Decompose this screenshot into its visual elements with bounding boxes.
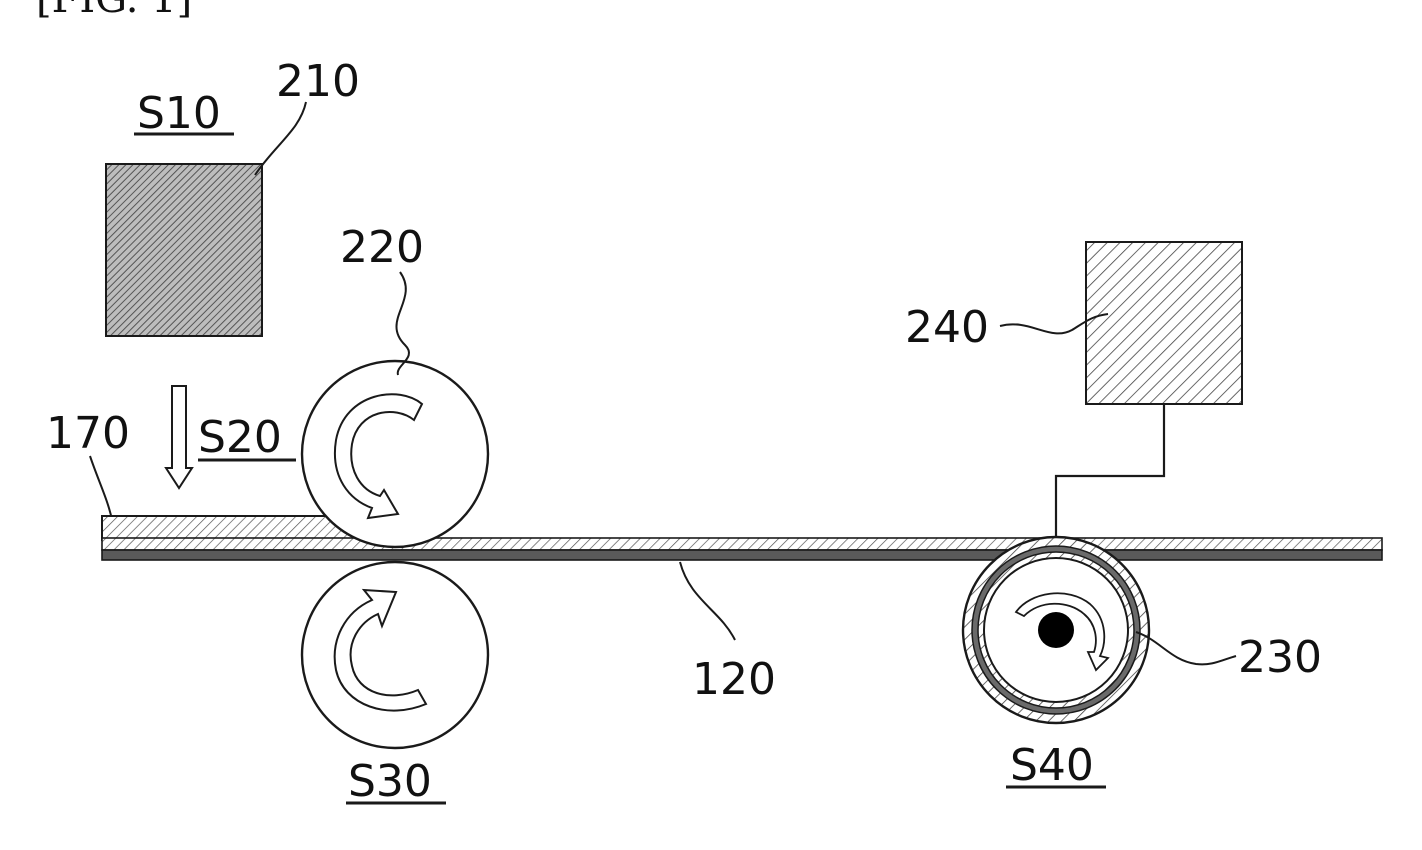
connector-wire xyxy=(1056,404,1164,538)
ref-220-leader xyxy=(396,272,409,375)
step-s10-label: S10 xyxy=(137,88,221,139)
upper-roller-220 xyxy=(302,361,488,547)
step-s40-label: S40 xyxy=(1010,740,1094,791)
ref-230-leader xyxy=(1136,632,1236,664)
ref-210-label: 210 xyxy=(276,56,360,107)
controller-block-240 xyxy=(1086,242,1242,404)
ref-230-label: 230 xyxy=(1238,632,1322,683)
substrate-top-layer xyxy=(102,538,1382,550)
figure-header: [FIG. 1] xyxy=(36,0,192,22)
source-block-210 xyxy=(106,164,262,336)
roller-230-axle xyxy=(1038,612,1074,648)
ref-220-label: 220 xyxy=(340,222,424,273)
lower-roller xyxy=(302,562,488,748)
ref-120-label: 120 xyxy=(692,654,776,705)
step-s30-label: S30 xyxy=(348,756,432,807)
ref-210-leader xyxy=(255,102,306,175)
substrate-120 xyxy=(102,550,1382,560)
ref-120-leader xyxy=(680,562,735,640)
ref-240-label: 240 xyxy=(905,302,989,353)
step-s20-label: S20 xyxy=(198,412,282,463)
ref-170-label: 170 xyxy=(46,408,130,459)
ref-170-leader xyxy=(90,456,112,520)
down-arrow-icon xyxy=(166,386,192,488)
